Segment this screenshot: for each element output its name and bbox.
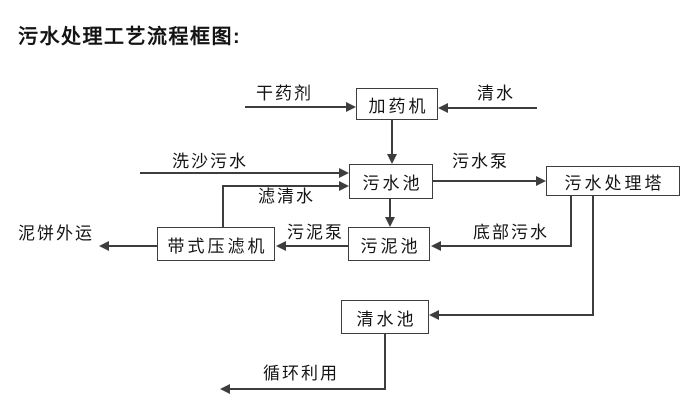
edge-bottom-sewage-line: [441, 245, 572, 247]
label-sewage-pump: 污水泵: [452, 152, 509, 171]
edge-filtered-water-line: [222, 185, 339, 187]
arrow-left-icon: [99, 241, 109, 251]
label-clean-water: 清水: [477, 84, 515, 103]
arrow-left-icon: [438, 103, 448, 113]
node-belt-filter-press: 带式压滤机: [157, 227, 275, 261]
node-sewage-pool: 污水池: [349, 164, 433, 199]
arrow-left-icon: [431, 241, 441, 251]
node-sludge-pool: 污泥池: [348, 227, 430, 261]
edge-tower-to-clean-vline: [592, 196, 594, 315]
edge-mudcake-line: [109, 245, 157, 247]
arrow-left-icon: [220, 384, 230, 394]
label-recycle-use: 循环利用: [263, 364, 339, 383]
edge-bottom-sewage-vline: [570, 196, 572, 246]
edge-sewage-pump-line: [433, 180, 536, 182]
edge-tower-to-clean-line: [439, 314, 594, 316]
edge-clean-water-line: [448, 107, 537, 109]
node-clean-water-pool: 清水池: [341, 300, 429, 334]
arrow-right-icon: [339, 181, 349, 191]
arrow-down-icon: [385, 217, 395, 227]
edge-filtered-water-vline: [222, 185, 224, 228]
edge-dosing-down-line: [391, 119, 393, 154]
arrow-down-icon: [387, 154, 397, 164]
label-dry-agent: 干药剂: [256, 84, 313, 103]
edge-dry-agent-line: [245, 106, 346, 108]
edge-sand-wash-line: [140, 172, 339, 174]
arrow-left-icon: [276, 241, 286, 251]
label-mudcake-outbound: 泥饼外运: [18, 224, 94, 243]
label-sand-wash-sewage: 洗沙污水: [172, 152, 248, 171]
diagram-title: 污水处理工艺流程框图:: [18, 26, 242, 48]
arrow-left-icon: [429, 310, 439, 320]
arrow-right-icon: [339, 168, 349, 178]
label-sludge-pump: 污泥泵: [287, 223, 344, 242]
edge-recycle-line: [230, 388, 386, 390]
edge-sewage-to-sludge-line: [389, 199, 391, 217]
edge-sludge-pump-line: [286, 245, 348, 247]
arrow-right-icon: [346, 102, 356, 112]
edge-recycle-vline: [384, 334, 386, 390]
label-filtered-water: 滤清水: [258, 187, 315, 206]
arrow-right-icon: [536, 176, 546, 186]
node-dosing-machine: 加药机: [356, 88, 438, 120]
node-sewage-treatment-tower: 污水处理塔: [546, 166, 680, 196]
label-bottom-sewage: 底部污水: [473, 223, 549, 242]
